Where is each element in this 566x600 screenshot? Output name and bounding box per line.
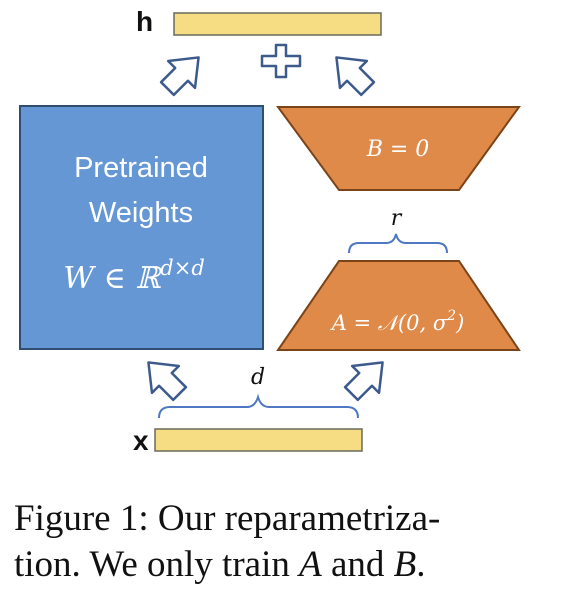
caption-var-b: B [393,544,417,585]
dim-bracket [158,393,359,419]
b-matrix-label: B = 0 [366,137,430,162]
input-label: x [133,425,149,456]
arrow-to-output-left-icon [152,42,214,104]
rank-bracket [348,233,448,254]
caption-line-2-part-1: tion. We only train [14,544,300,585]
b-matrix: B = 0 [276,106,521,191]
caption-line-2-part-2: and [321,544,394,585]
plus-icon [260,43,302,79]
rank-label: r [391,206,403,231]
input-vector [154,428,363,452]
caption-var-a: A [299,544,322,585]
a-matrix: A = 𝒩(0, σ2) [276,260,521,351]
pretrained-formula-main: W ∈ ℝ [63,261,162,296]
a-matrix-label-sup: 2 [446,308,456,324]
a-matrix-label-main: A = 𝒩(0, σ [330,311,448,335]
arrow-from-input-right-icon [336,347,398,409]
output-vector [173,12,382,36]
arrow-to-output-right-icon [321,42,383,104]
arrow-from-input-left-icon [133,347,195,409]
dim-label: d [251,365,265,390]
a-matrix-label-end: ) [455,311,464,335]
pretrained-formula: W ∈ ℝd×d [63,256,205,296]
a-matrix-label: A = 𝒩(0, σ2) [330,308,465,335]
figure-caption: Figure 1: Our reparametriza- tion. We on… [14,496,554,588]
caption-line-2: tion. We only train A and B. [14,542,554,588]
pretrained-line2: Weights [89,197,193,229]
pretrained-weights-box: Pretrained Weights W ∈ ℝd×d [19,105,264,350]
output-label: h [136,6,153,37]
caption-line-2-end: . [416,544,426,585]
caption-line-1: Figure 1: Our reparametriza- [14,498,441,539]
pretrained-line1: Pretrained [74,152,208,184]
pretrained-formula-sup: d×d [160,256,204,280]
